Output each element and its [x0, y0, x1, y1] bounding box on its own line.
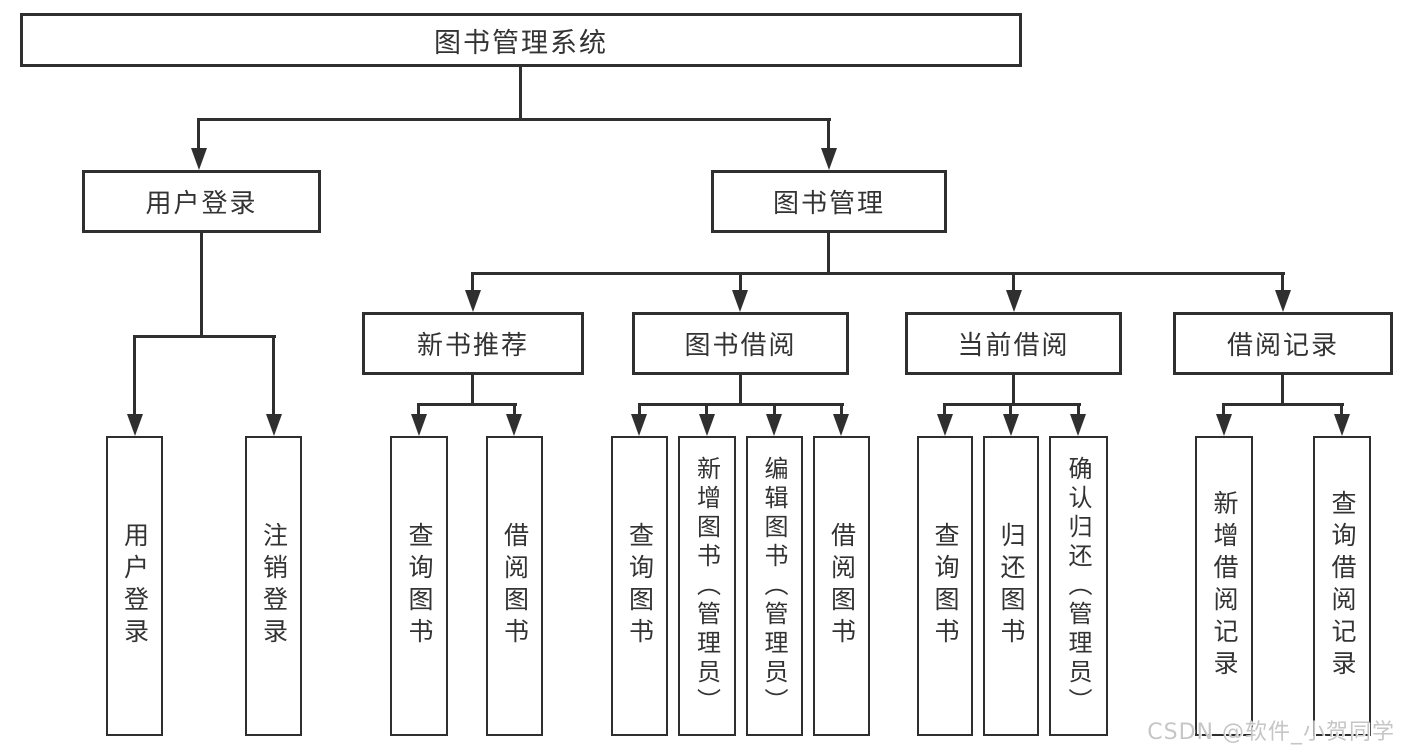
connector-line	[417, 403, 517, 406]
node-user-login: 用户登录	[82, 170, 321, 233]
connector-line	[1009, 403, 1012, 417]
leaf-borrow-edit-admin: 编辑图书（管理员）	[746, 436, 803, 736]
connector-line	[1222, 403, 1344, 406]
connector-line	[272, 335, 275, 416]
connector-line	[638, 403, 641, 417]
leaf-newbook-borrow: 借阅图书	[486, 436, 543, 736]
leaf-record-add: 新增借阅记录	[1195, 436, 1253, 736]
connector-line	[471, 272, 474, 292]
leaf-borrow-add-admin: 新增图书（管理员）	[678, 436, 736, 736]
connector-line	[943, 403, 946, 417]
leaf-borrow-query: 查询图书	[611, 436, 668, 736]
leaf-current-confirm-admin: 确认归还（管理员）	[1049, 436, 1108, 736]
leaf-borrow-book: 借阅图书	[813, 436, 870, 736]
connector-line	[705, 403, 708, 417]
leaf-record-query: 查询借阅记录	[1313, 436, 1371, 736]
node-borrow-records: 借阅记录	[1173, 312, 1393, 375]
arrowhead-down-icon	[699, 414, 715, 436]
connector-line	[1281, 375, 1284, 406]
connector-line	[943, 403, 1081, 406]
leaf-logout: 注销登录	[245, 436, 302, 736]
watermark: CSDN @软件_小贺同学	[1147, 720, 1395, 745]
connector-line	[198, 118, 831, 121]
connector-line	[739, 375, 742, 406]
arrowhead-down-icon	[631, 414, 647, 436]
connector-line	[417, 403, 420, 417]
arrowhead-down-icon	[127, 414, 143, 436]
arrowhead-down-icon	[1334, 414, 1350, 436]
connector-line	[827, 118, 830, 150]
connector-line	[197, 118, 200, 150]
arrowhead-down-icon	[506, 414, 522, 436]
arrowhead-down-icon	[732, 290, 748, 312]
node-root: 图书管理系统	[20, 13, 1022, 67]
connector-line	[840, 403, 843, 417]
node-book-management: 图书管理	[711, 170, 947, 233]
arrowhead-down-icon	[266, 414, 282, 436]
connector-line	[638, 403, 844, 406]
connector-line	[773, 403, 776, 417]
connector-line	[1012, 375, 1015, 406]
connector-line	[471, 375, 474, 406]
leaf-newbook-query: 查询图书	[390, 436, 448, 736]
connector-line	[1340, 403, 1343, 417]
connector-line	[1222, 403, 1225, 417]
arrowhead-down-icon	[1006, 290, 1022, 312]
arrowhead-down-icon	[1003, 414, 1019, 436]
connector-line	[1281, 272, 1284, 292]
arrowhead-down-icon	[1216, 414, 1232, 436]
arrowhead-down-icon	[937, 414, 953, 436]
arrowhead-down-icon	[766, 414, 782, 436]
connector-line	[1077, 403, 1080, 417]
arrowhead-down-icon	[411, 414, 427, 436]
arrowhead-down-icon	[833, 414, 849, 436]
node-current-borrowing: 当前借阅	[905, 312, 1122, 375]
arrowhead-down-icon	[191, 148, 207, 170]
node-new-book-recommend: 新书推荐	[362, 312, 584, 375]
connector-line	[133, 335, 136, 416]
node-book-borrowing: 图书借阅	[632, 312, 849, 375]
leaf-current-query: 查询图书	[917, 436, 973, 736]
leaf-user-login: 用户登录	[106, 436, 163, 736]
connector-line	[471, 272, 1285, 275]
connector-line	[739, 272, 742, 292]
connector-line	[519, 67, 522, 118]
connector-line	[513, 403, 516, 417]
arrowhead-down-icon	[465, 290, 481, 312]
arrowhead-down-icon	[1070, 414, 1086, 436]
connector-line	[133, 335, 276, 338]
connector-line	[827, 233, 830, 275]
leaf-current-return: 归还图书	[983, 436, 1039, 736]
connector-line	[1012, 272, 1015, 292]
arrowhead-down-icon	[1275, 290, 1291, 312]
connector-line	[200, 233, 203, 338]
arrowhead-down-icon	[821, 148, 837, 170]
